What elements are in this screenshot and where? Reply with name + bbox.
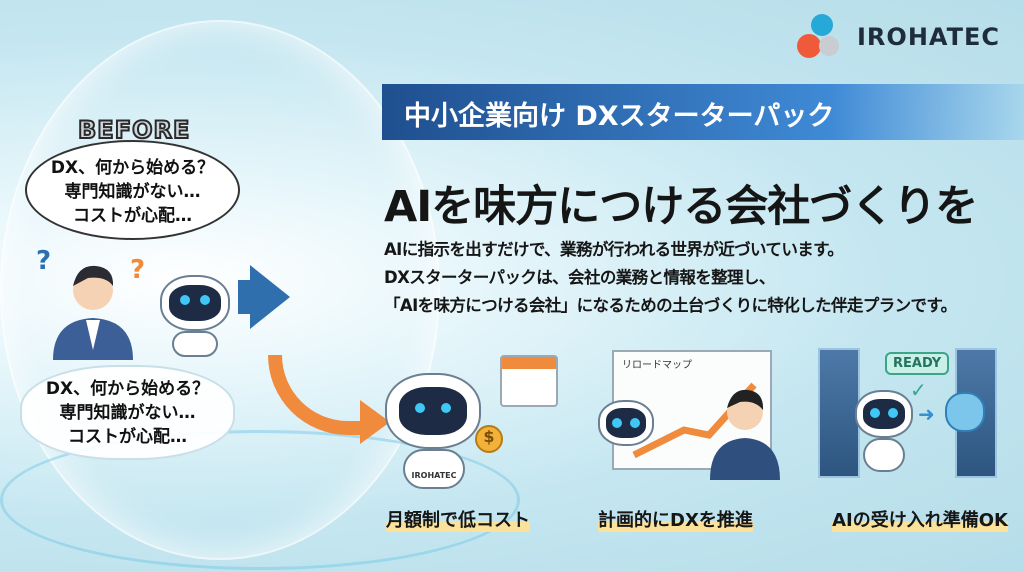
businessman-pointing-illustration (710, 389, 780, 480)
coin-icon: $ (475, 425, 503, 453)
ready-badge: READY (885, 352, 950, 375)
worry-line: DX、何から始める？ (50, 158, 215, 178)
arrow-right-head-icon (250, 265, 290, 329)
arrow-right-icon: ➜ (918, 402, 935, 426)
worry-line: コストが心配… (68, 427, 187, 447)
feature-label-low-cost: 月額制で低コスト (386, 506, 530, 532)
checkmark-icon: ✓ (910, 378, 927, 402)
feature-label-ai-ready: AIの受け入れ準備OK (832, 506, 1008, 532)
robot-shirt-text: IROHATEC (411, 471, 457, 480)
question-mark-icon: ? (36, 246, 52, 276)
roadmap-title: リロードマップ (622, 360, 692, 371)
worry-bubble-bottom: DX、何から始める？ 専門知識がない… コストが心配… (20, 365, 235, 460)
background-floor-ring (0, 430, 520, 570)
description-line: AIに指示を出すだけで、業務が行われる世界が近づいています。 (384, 240, 844, 259)
product-banner: 中小企業向け DXスターターパック (382, 84, 1024, 140)
server-rack-icon (818, 348, 860, 478)
worry-bubble-top: DX、何から始める？ 専門知識がない… コストが心配… (25, 140, 240, 240)
worry-line: 専門知識がない… (59, 403, 196, 423)
feature-label-plan-dx: 計画的にDXを推進 (598, 506, 753, 532)
description-line: 「AIを味方につける会社」になるための土台づくりに特化した伴走プランです。 (384, 296, 957, 315)
logo-text: IROHATEC (857, 23, 1000, 51)
worry-line: 専門知識がない… (64, 182, 201, 202)
worry-line: DX、何から始める？ (45, 379, 210, 399)
worry-line: コストが心配… (73, 206, 192, 226)
description: AIに指示を出すだけで、業務が行われる世界が近づいています。 DXスターターパッ… (384, 236, 1004, 320)
headline: AIを味方につける会社づくりを (384, 182, 978, 232)
question-mark-icon: ? (130, 255, 146, 285)
logo-mark-icon (795, 14, 847, 60)
description-line: DXスターターパックは、会社の業務と情報を整理し、 (384, 268, 775, 287)
company-logo: IROHATEC (795, 14, 1000, 60)
worried-businessman-illustration (53, 265, 133, 360)
calendar-icon (500, 355, 558, 407)
brain-icon (945, 392, 985, 432)
